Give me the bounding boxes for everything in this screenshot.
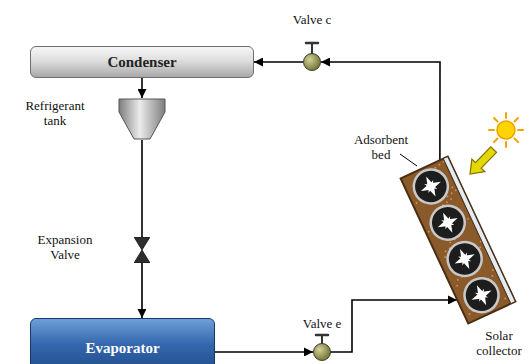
tube-fins xyxy=(450,244,479,273)
leader-line xyxy=(400,154,417,166)
sun-disc xyxy=(497,121,515,139)
sunlight-arrow xyxy=(464,143,501,180)
bed-casing xyxy=(401,157,516,324)
part-label: Valve c xyxy=(285,12,339,27)
bed-speck xyxy=(446,201,448,203)
tube-fins xyxy=(433,208,462,237)
absorber-tube xyxy=(442,236,487,281)
valve-body xyxy=(303,53,321,71)
part-label: Solar collector xyxy=(472,328,526,358)
sun-rays xyxy=(489,113,523,147)
bed-speck xyxy=(450,192,452,194)
bed-speck xyxy=(446,195,448,197)
tube-fins xyxy=(416,172,445,201)
tube-shell xyxy=(408,164,453,209)
bed-speck xyxy=(467,218,469,220)
tank-outline xyxy=(118,98,166,140)
collector-frame xyxy=(400,156,516,324)
part-label: Valve e xyxy=(295,316,349,331)
sun-ray xyxy=(518,129,523,131)
flow-line xyxy=(254,61,303,63)
valve-node: Valve e xyxy=(295,315,349,364)
box-label: Evaporator xyxy=(85,341,159,356)
sun-ray xyxy=(494,139,498,143)
tube-fins xyxy=(467,281,496,310)
part-label: Expansion Valve xyxy=(30,232,100,262)
tube-shell xyxy=(425,200,470,245)
absorber-tube xyxy=(408,164,453,209)
tube-shell xyxy=(459,273,504,318)
bed-speck xyxy=(455,189,457,191)
box-label: Condenser xyxy=(107,47,176,77)
flow-line xyxy=(141,140,143,237)
tank-body xyxy=(119,99,165,139)
bed-speck xyxy=(444,250,446,252)
absorber-tube xyxy=(459,273,504,318)
flow-line xyxy=(331,300,457,352)
bed-speck xyxy=(491,275,493,277)
bed-speck xyxy=(456,284,458,286)
part-label: Adsorbent bed xyxy=(345,132,417,162)
bed-speck xyxy=(492,269,494,271)
adsorbent-bed xyxy=(401,157,516,324)
bed-speck xyxy=(451,186,453,188)
flow-line xyxy=(215,351,313,353)
tank-node: Refrigerant tank xyxy=(8,96,168,142)
tube-fins xyxy=(456,250,474,268)
expansion-valve-node: Expansion Valve xyxy=(10,230,170,266)
sun-icon xyxy=(489,113,523,147)
sun-ray xyxy=(505,142,507,147)
bed-speck xyxy=(504,297,506,299)
valve-body xyxy=(313,343,331,361)
flow-line xyxy=(141,78,143,98)
absorber-tube xyxy=(425,200,470,245)
sun-ray xyxy=(489,129,494,131)
process-box: Condenser xyxy=(30,46,254,78)
flow-line xyxy=(141,263,143,318)
bed-speck xyxy=(457,279,459,281)
expansion-valve-symbol xyxy=(134,237,150,263)
tube-shell xyxy=(442,236,487,281)
valve-handle xyxy=(316,334,328,337)
expansion-valve-shape xyxy=(134,237,150,263)
bed-speck xyxy=(438,164,440,166)
sun-ray xyxy=(515,118,519,122)
bed-speck xyxy=(415,202,417,204)
bed-speck xyxy=(449,241,451,243)
bed-speck xyxy=(450,198,452,200)
sun-ray xyxy=(515,139,519,143)
sun-ray xyxy=(505,113,507,118)
valve-handle xyxy=(306,42,318,45)
collector-node: Adsorbent bedSolar collector xyxy=(340,128,531,364)
expansion-valve-outline xyxy=(134,237,150,263)
sun-ray xyxy=(494,118,498,122)
tube-fins xyxy=(439,214,457,232)
part-label: Refrigerant tank xyxy=(20,98,90,128)
bed-speck xyxy=(444,256,446,258)
bed-speck xyxy=(468,313,470,315)
tank-shape xyxy=(118,98,166,140)
tube-fins xyxy=(473,286,491,304)
process-box: Evaporator xyxy=(30,318,215,364)
sunlight-arrow-shape xyxy=(464,143,501,180)
bed-speck xyxy=(428,230,430,232)
valve-node: Valve c xyxy=(285,12,339,74)
tube-fins xyxy=(422,177,440,195)
